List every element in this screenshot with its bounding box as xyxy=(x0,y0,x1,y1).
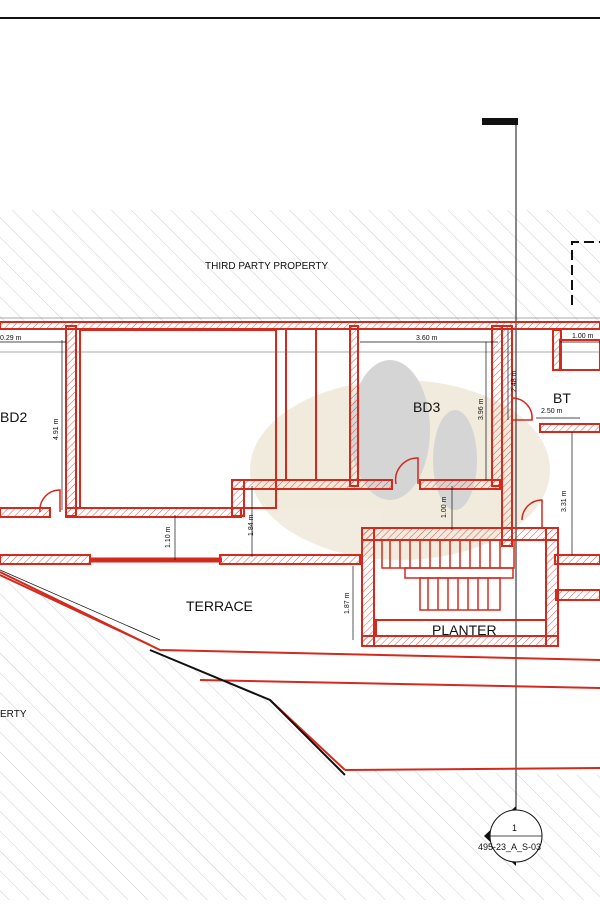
dim-3-60: 3.60 m xyxy=(416,335,438,342)
room-label-bd3: BD3 xyxy=(413,399,440,415)
stairs xyxy=(381,539,515,611)
dim-3-96: 3.96 m xyxy=(478,398,485,420)
dim-2-50: 2.50 m xyxy=(541,408,563,415)
label-third-party-property-bottom: ERTY xyxy=(0,709,27,720)
site-boundary-thin xyxy=(0,569,161,641)
site-boundary-black xyxy=(149,649,346,776)
dim-1-84: 1.84 m xyxy=(248,514,255,536)
dim-2-48: 2.48 m xyxy=(511,370,518,392)
dim-4-91: 4.91 m xyxy=(53,418,60,440)
dimension-lines xyxy=(0,330,600,640)
dim-1-10: 1.10 m xyxy=(165,526,172,548)
section-marker[interactable]: 1 495-23_A_S-03 xyxy=(478,806,543,866)
doors xyxy=(39,397,543,528)
walls xyxy=(0,321,600,647)
third-party-hatch-top xyxy=(0,210,600,322)
dim-3-31: 3.31 m xyxy=(561,490,568,512)
section-line-cap xyxy=(482,118,518,125)
room-label-bt: BT xyxy=(553,390,571,406)
third-party-hatch-bottom xyxy=(0,570,600,900)
dim-0-29: 0.29 m xyxy=(0,335,22,342)
dim-1-00-top: 1.00 m xyxy=(572,333,594,340)
dim-1-00-mid: 1.00 m xyxy=(441,496,448,518)
section-marker-number: 1 xyxy=(512,823,517,833)
label-terrace: TERRACE xyxy=(186,598,253,614)
boundary-dashed-top-right xyxy=(571,241,600,305)
section-marker-reference: 495-23_A_S-03 xyxy=(478,842,541,852)
dim-1-87: 1.87 m xyxy=(344,592,351,614)
label-planter: PLANTER xyxy=(432,622,497,638)
planter-box xyxy=(375,619,547,637)
label-third-party-property: THIRD PARTY PROPERTY xyxy=(205,261,329,272)
room-outlines xyxy=(79,329,600,509)
room-label-bd2: BD2 xyxy=(0,409,27,425)
